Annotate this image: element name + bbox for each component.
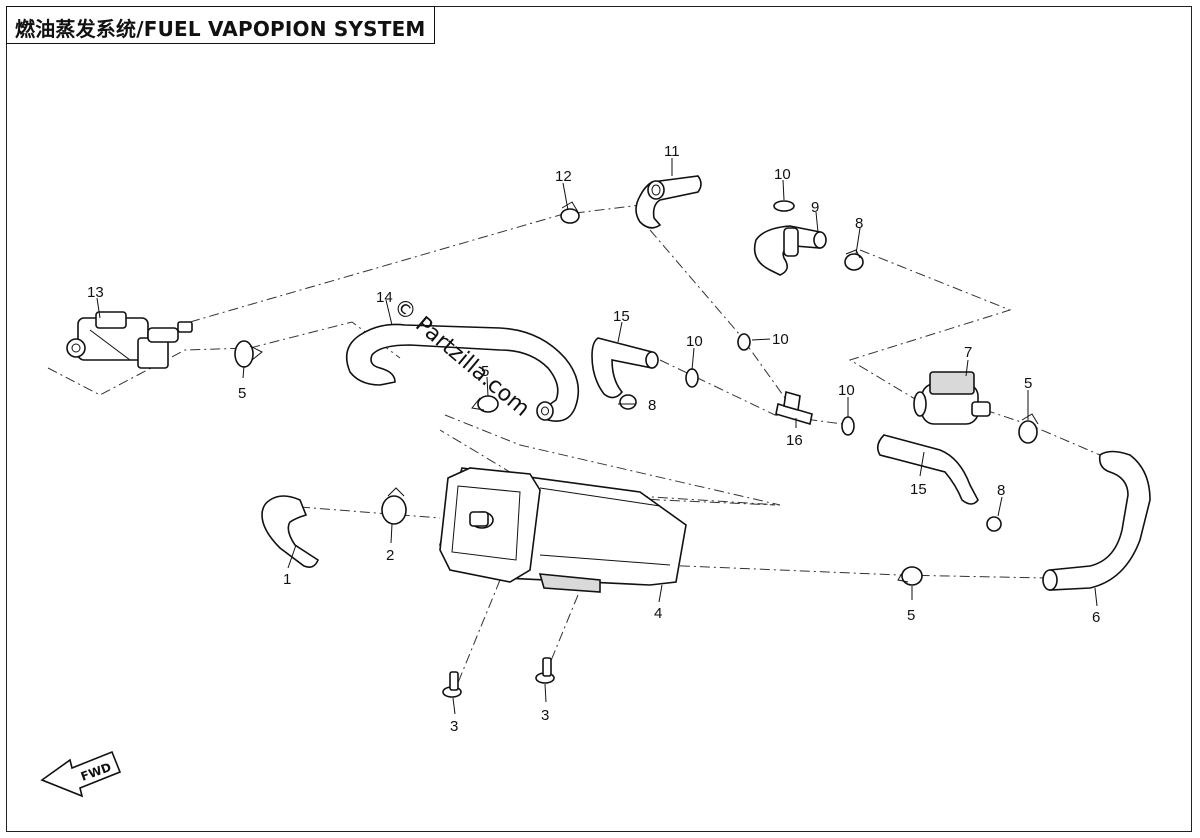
bolt-part-3b[interactable] [535,657,555,684]
hose-part-1[interactable] [261,495,319,568]
callout-15a: 15 [613,308,630,325]
watermark: © Partzilla.com [388,293,534,421]
fwd-arrow-icon: FWD [40,750,122,798]
bolt-part-3a[interactable] [442,671,462,698]
clamp-part-8c[interactable] [986,516,1002,532]
clamp-part-12[interactable] [560,201,580,224]
callout-11: 11 [664,143,680,160]
callout-labels: 13 5 12 11 10 9 8 14 15 10 10 5 8 10 16 … [87,143,1100,735]
clamp-part-2[interactable] [381,487,407,525]
clamp-part-5d[interactable] [897,566,923,586]
clamp-part-10b[interactable] [737,333,751,351]
hose-part-11[interactable] [635,175,702,229]
clamp-part-10a[interactable] [773,200,795,212]
leader-lines [96,158,1098,715]
purge-valve-part-13[interactable] [66,311,193,369]
hose-part-6[interactable] [1042,450,1151,591]
callout-5c: 5 [1024,375,1032,392]
clamp-part-10d[interactable] [841,416,855,436]
callout-6: 6 [1092,609,1100,626]
clamp-part-5a[interactable] [234,340,263,368]
callout-10d: 10 [838,382,855,399]
callout-8b: 8 [648,397,656,414]
clamp-part-8b[interactable] [619,394,637,410]
hose-part-9[interactable] [753,225,827,276]
callout-10a: 10 [774,166,791,183]
hose-part-15b[interactable] [876,434,979,505]
clamp-part-8a[interactable] [844,249,864,271]
callout-7: 7 [964,344,972,361]
clamp-part-10c[interactable] [685,368,699,388]
clamp-part-5c[interactable] [1018,413,1039,444]
callout-14: 14 [376,289,393,306]
tee-fitting-part-16[interactable] [775,390,813,426]
callout-4: 4 [654,605,662,622]
callout-5b: 5 [481,363,489,380]
callout-16: 16 [786,432,803,449]
callout-2: 2 [386,547,394,564]
callout-3a: 3 [450,718,458,735]
callout-10b: 10 [772,331,789,348]
callout-13: 13 [87,284,104,301]
callout-10c: 10 [686,333,703,350]
valve-part-7[interactable] [913,371,991,425]
hose-part-15a[interactable] [591,337,659,399]
diagram-title: 燃油蒸发系统/FUEL VAPOPION SYSTEM [6,6,435,44]
callout-8c: 8 [997,482,1005,499]
callout-5a: 5 [238,385,246,402]
assembly-lines [47,204,1101,691]
canister-part-4[interactable] [439,467,687,593]
callout-12: 12 [555,168,572,185]
callout-9: 9 [811,199,819,216]
callout-8a: 8 [855,215,863,232]
diagram-frame [6,6,1192,832]
callout-15b: 15 [910,481,927,498]
callout-5d: 5 [907,607,915,624]
hose-part-14[interactable] [345,323,580,422]
clamp-part-5b[interactable] [471,395,499,413]
callout-3b: 3 [541,707,549,724]
callout-1: 1 [283,571,291,588]
